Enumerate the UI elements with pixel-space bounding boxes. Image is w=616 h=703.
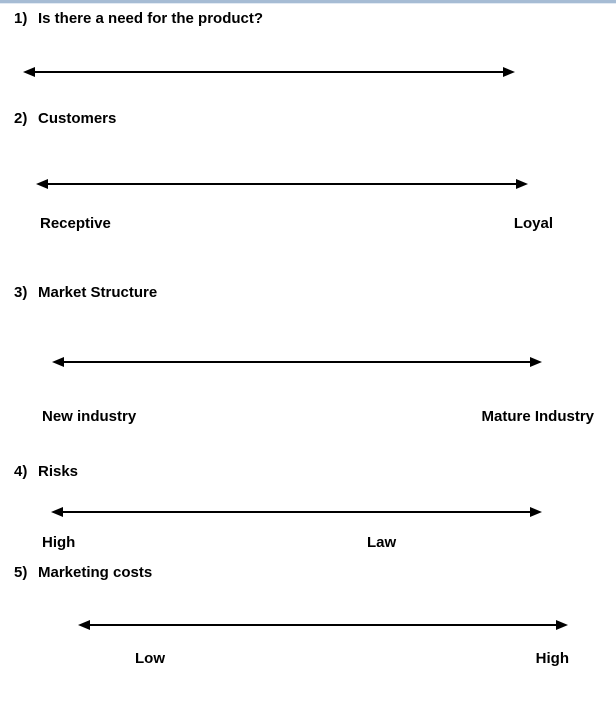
scale-line [60, 511, 533, 513]
arrow-right-head-icon [530, 507, 542, 517]
scale-4-arrow [51, 490, 542, 534]
arrow-left-head-icon [51, 507, 63, 517]
item-number: 2) [14, 110, 28, 127]
item-title: Market Structure [38, 284, 158, 301]
item-1-heading: 1) Is there a need for the product? [14, 10, 263, 27]
scale-line [32, 71, 506, 73]
arrow-right-head-icon [516, 179, 528, 189]
item-4-heading: 4) Risks [14, 463, 78, 480]
scale-right-label: Mature Industry [481, 408, 594, 425]
item-2-heading: 2) Customers [14, 110, 116, 127]
marker-chevron-icon [126, 603, 156, 647]
scale-2-arrow [36, 162, 528, 206]
marker-chevron-icon [458, 162, 488, 206]
item-number: 3) [14, 284, 28, 301]
scale-line [87, 624, 559, 626]
item-number: 1) [14, 10, 28, 27]
scale-right-label: Loyal [513, 215, 553, 232]
scale-right-label: High [535, 650, 569, 667]
arrow-right-head-icon [503, 67, 515, 77]
item-3-heading: 3) Market Structure [14, 284, 157, 301]
item-title: Customers [38, 110, 117, 127]
arrow-left-head-icon [52, 357, 64, 367]
scale-left-label: Receptive [40, 215, 111, 232]
item-title: Marketing costs [38, 564, 153, 581]
item-title: Risks [38, 463, 79, 480]
marker-chevron-icon [46, 50, 76, 94]
marker-chevron-icon [451, 340, 481, 384]
item-number: 4) [14, 463, 28, 480]
arrow-left-head-icon [36, 179, 48, 189]
arrow-left-head-icon [23, 67, 35, 77]
scale-5-arrow [78, 603, 568, 647]
scale-line [45, 183, 519, 185]
scale-center-label: Law [367, 534, 397, 551]
marker-chevron-icon [91, 490, 121, 534]
item-number: 5) [14, 564, 28, 581]
scale-1-arrow [23, 50, 515, 94]
scale-line [61, 361, 533, 363]
item-title: Is there a need for the product? [38, 10, 264, 27]
scale-left-label: Low [135, 650, 165, 667]
arrow-left-head-icon [78, 620, 90, 630]
scale-left-label: New industry [42, 408, 137, 425]
arrow-right-head-icon [530, 357, 542, 367]
scale-3-arrow [52, 340, 542, 384]
scale-left-label: High [42, 534, 76, 551]
item-5-heading: 5) Marketing costs [14, 564, 152, 581]
arrow-right-head-icon [556, 620, 568, 630]
